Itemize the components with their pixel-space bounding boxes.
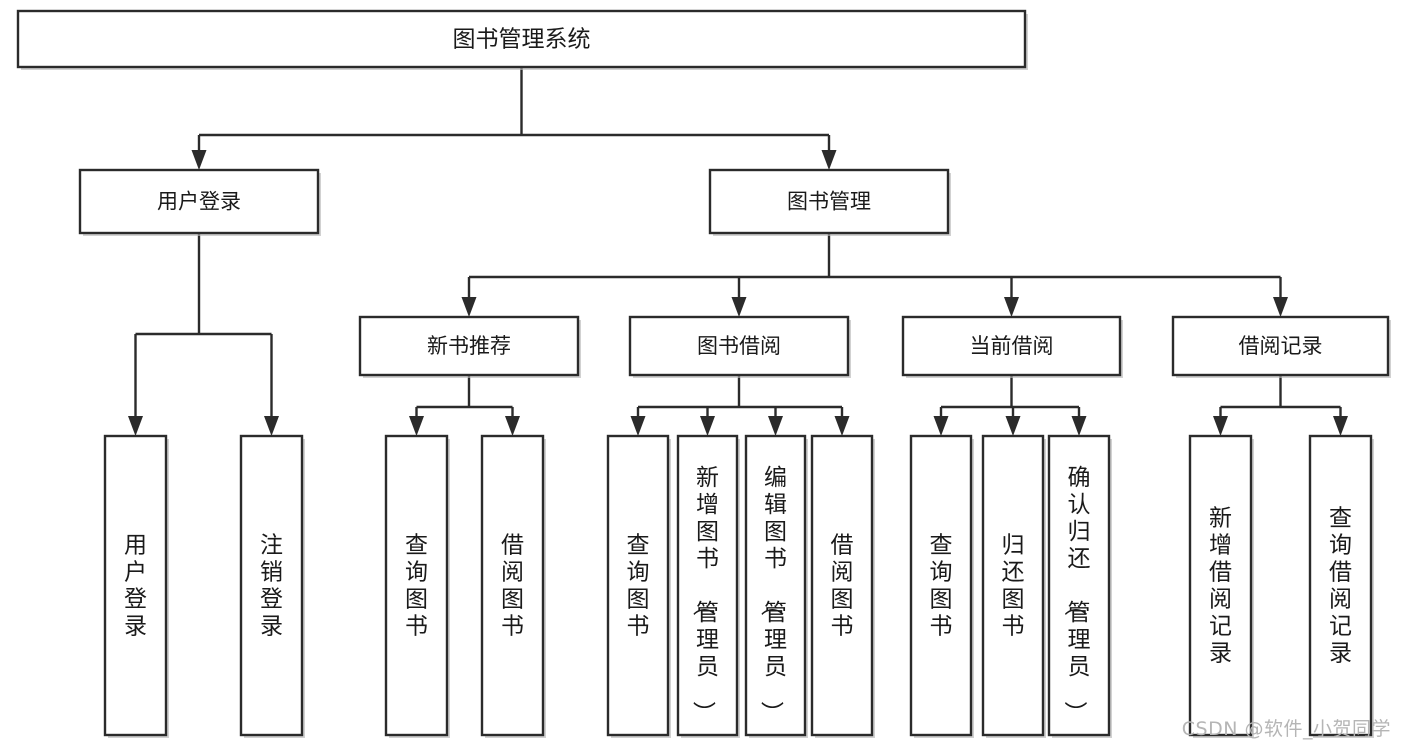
- node-rect[interactable]: [1308, 434, 1373, 737]
- node-label: 查询借阅记录: [1329, 506, 1352, 667]
- node-label: 图书管理: [787, 190, 871, 214]
- edge-group-root: [191, 67, 837, 170]
- node-rect[interactable]: [744, 434, 807, 737]
- node-n-record[interactable]: 借阅记录: [1171, 315, 1391, 378]
- node-l-bb-query[interactable]: 查询图书: [606, 434, 671, 738]
- node-label: 当前借阅: [970, 334, 1054, 358]
- node-rect[interactable]: [901, 315, 1122, 377]
- node-label: 新书推荐: [427, 334, 511, 358]
- edge-arrowhead: [821, 150, 837, 170]
- edge-group-n-record: [1213, 375, 1348, 436]
- edge-arrowhead: [264, 416, 279, 436]
- node-l-bb-add[interactable]: 新增图书（管理员）: [676, 434, 740, 738]
- node-rect[interactable]: [1171, 315, 1390, 377]
- node-label: 新增图书（管理员）: [690, 465, 719, 724]
- edge-arrowhead: [1071, 416, 1087, 436]
- node-rect[interactable]: [16, 9, 1027, 69]
- node-label: 借阅记录: [1239, 334, 1323, 358]
- node-label: 注销登录: [260, 533, 283, 640]
- edge-group-n-borrow: [630, 375, 850, 436]
- edge-group-n-current: [933, 375, 1087, 436]
- node-label: 查询图书: [405, 533, 428, 640]
- node-n-new-rec[interactable]: 新书推荐: [358, 315, 581, 378]
- edge-group-n-book-mgmt: [461, 233, 1288, 317]
- edge-arrowhead: [505, 416, 520, 436]
- node-l-rc-add[interactable]: 新增借阅记录: [1188, 434, 1254, 738]
- node-l-nr-borrow[interactable]: 借阅图书: [480, 434, 546, 738]
- node-label: 确认归还（管理员）: [1062, 465, 1091, 724]
- edge-arrowhead: [1004, 297, 1019, 317]
- edge-arrowhead: [933, 416, 949, 436]
- node-n-borrow[interactable]: 图书借阅: [628, 315, 851, 378]
- node-rect[interactable]: [981, 434, 1045, 737]
- node-l-cb-confirm[interactable]: 确认归还（管理员）: [1047, 434, 1112, 738]
- node-l-nr-query[interactable]: 查询图书: [384, 434, 450, 738]
- node-label: 查询图书: [930, 533, 953, 640]
- node-rect[interactable]: [1047, 434, 1111, 737]
- node-rect[interactable]: [810, 434, 874, 737]
- node-label: 归还图书: [1002, 533, 1025, 640]
- node-l-cb-query[interactable]: 查询图书: [909, 434, 974, 738]
- edge-arrowhead: [731, 297, 747, 317]
- edge-arrowhead: [834, 416, 850, 436]
- node-l-user-logout[interactable]: 注销登录: [239, 434, 305, 738]
- node-label: 用户登录: [124, 533, 147, 640]
- node-rect[interactable]: [909, 434, 973, 737]
- node-label: 图书管理系统: [453, 27, 591, 53]
- node-rect[interactable]: [606, 434, 670, 737]
- node-l-user-login[interactable]: 用户登录: [103, 434, 169, 738]
- node-label: 图书借阅: [697, 334, 781, 358]
- edge-arrowhead: [700, 416, 715, 436]
- node-label: 查询图书: [627, 533, 650, 640]
- edge-group-n-user-login: [128, 233, 279, 436]
- node-l-bb-lend[interactable]: 借阅图书: [810, 434, 875, 738]
- edge-arrowhead: [1213, 416, 1228, 436]
- node-n-current[interactable]: 当前借阅: [901, 315, 1123, 378]
- node-label: 借阅图书: [501, 533, 524, 640]
- node-l-cb-return[interactable]: 归还图书: [981, 434, 1046, 738]
- edge-arrowhead: [191, 150, 207, 170]
- edge-arrowhead: [128, 416, 143, 436]
- node-rect[interactable]: [628, 315, 850, 377]
- edge-arrowhead: [1273, 297, 1288, 317]
- edges-layer: [128, 67, 1348, 436]
- edge-arrowhead: [1333, 416, 1348, 436]
- edge-arrowhead: [461, 297, 477, 317]
- edge-arrowhead: [630, 416, 646, 436]
- node-label: 编辑图书（管理员）: [758, 465, 787, 724]
- node-rect[interactable]: [676, 434, 739, 737]
- node-rect[interactable]: [239, 434, 304, 737]
- edge-arrowhead: [1005, 416, 1021, 436]
- edge-arrowhead: [768, 416, 783, 436]
- node-label: 新增借阅记录: [1209, 506, 1232, 667]
- node-n-user-login[interactable]: 用户登录: [78, 168, 321, 236]
- nodes-layer: 图书管理系统用户登录图书管理新书推荐图书借阅当前借阅借阅记录用户登录注销登录查询…: [16, 9, 1391, 738]
- node-rect[interactable]: [384, 434, 449, 737]
- node-rect[interactable]: [708, 168, 950, 235]
- node-n-book-mgmt[interactable]: 图书管理: [708, 168, 951, 236]
- node-label: 借阅图书: [831, 533, 854, 640]
- node-label: 用户登录: [157, 190, 241, 214]
- node-rect[interactable]: [103, 434, 168, 737]
- edge-group-n-new-rec: [409, 375, 520, 436]
- node-rect[interactable]: [480, 434, 545, 737]
- node-rect[interactable]: [78, 168, 320, 235]
- node-rect[interactable]: [1188, 434, 1253, 737]
- node-l-bb-edit[interactable]: 编辑图书（管理员）: [744, 434, 808, 738]
- node-root[interactable]: 图书管理系统: [16, 9, 1028, 70]
- edge-arrowhead: [409, 416, 424, 436]
- node-l-rc-query[interactable]: 查询借阅记录: [1308, 434, 1374, 738]
- node-rect[interactable]: [358, 315, 580, 377]
